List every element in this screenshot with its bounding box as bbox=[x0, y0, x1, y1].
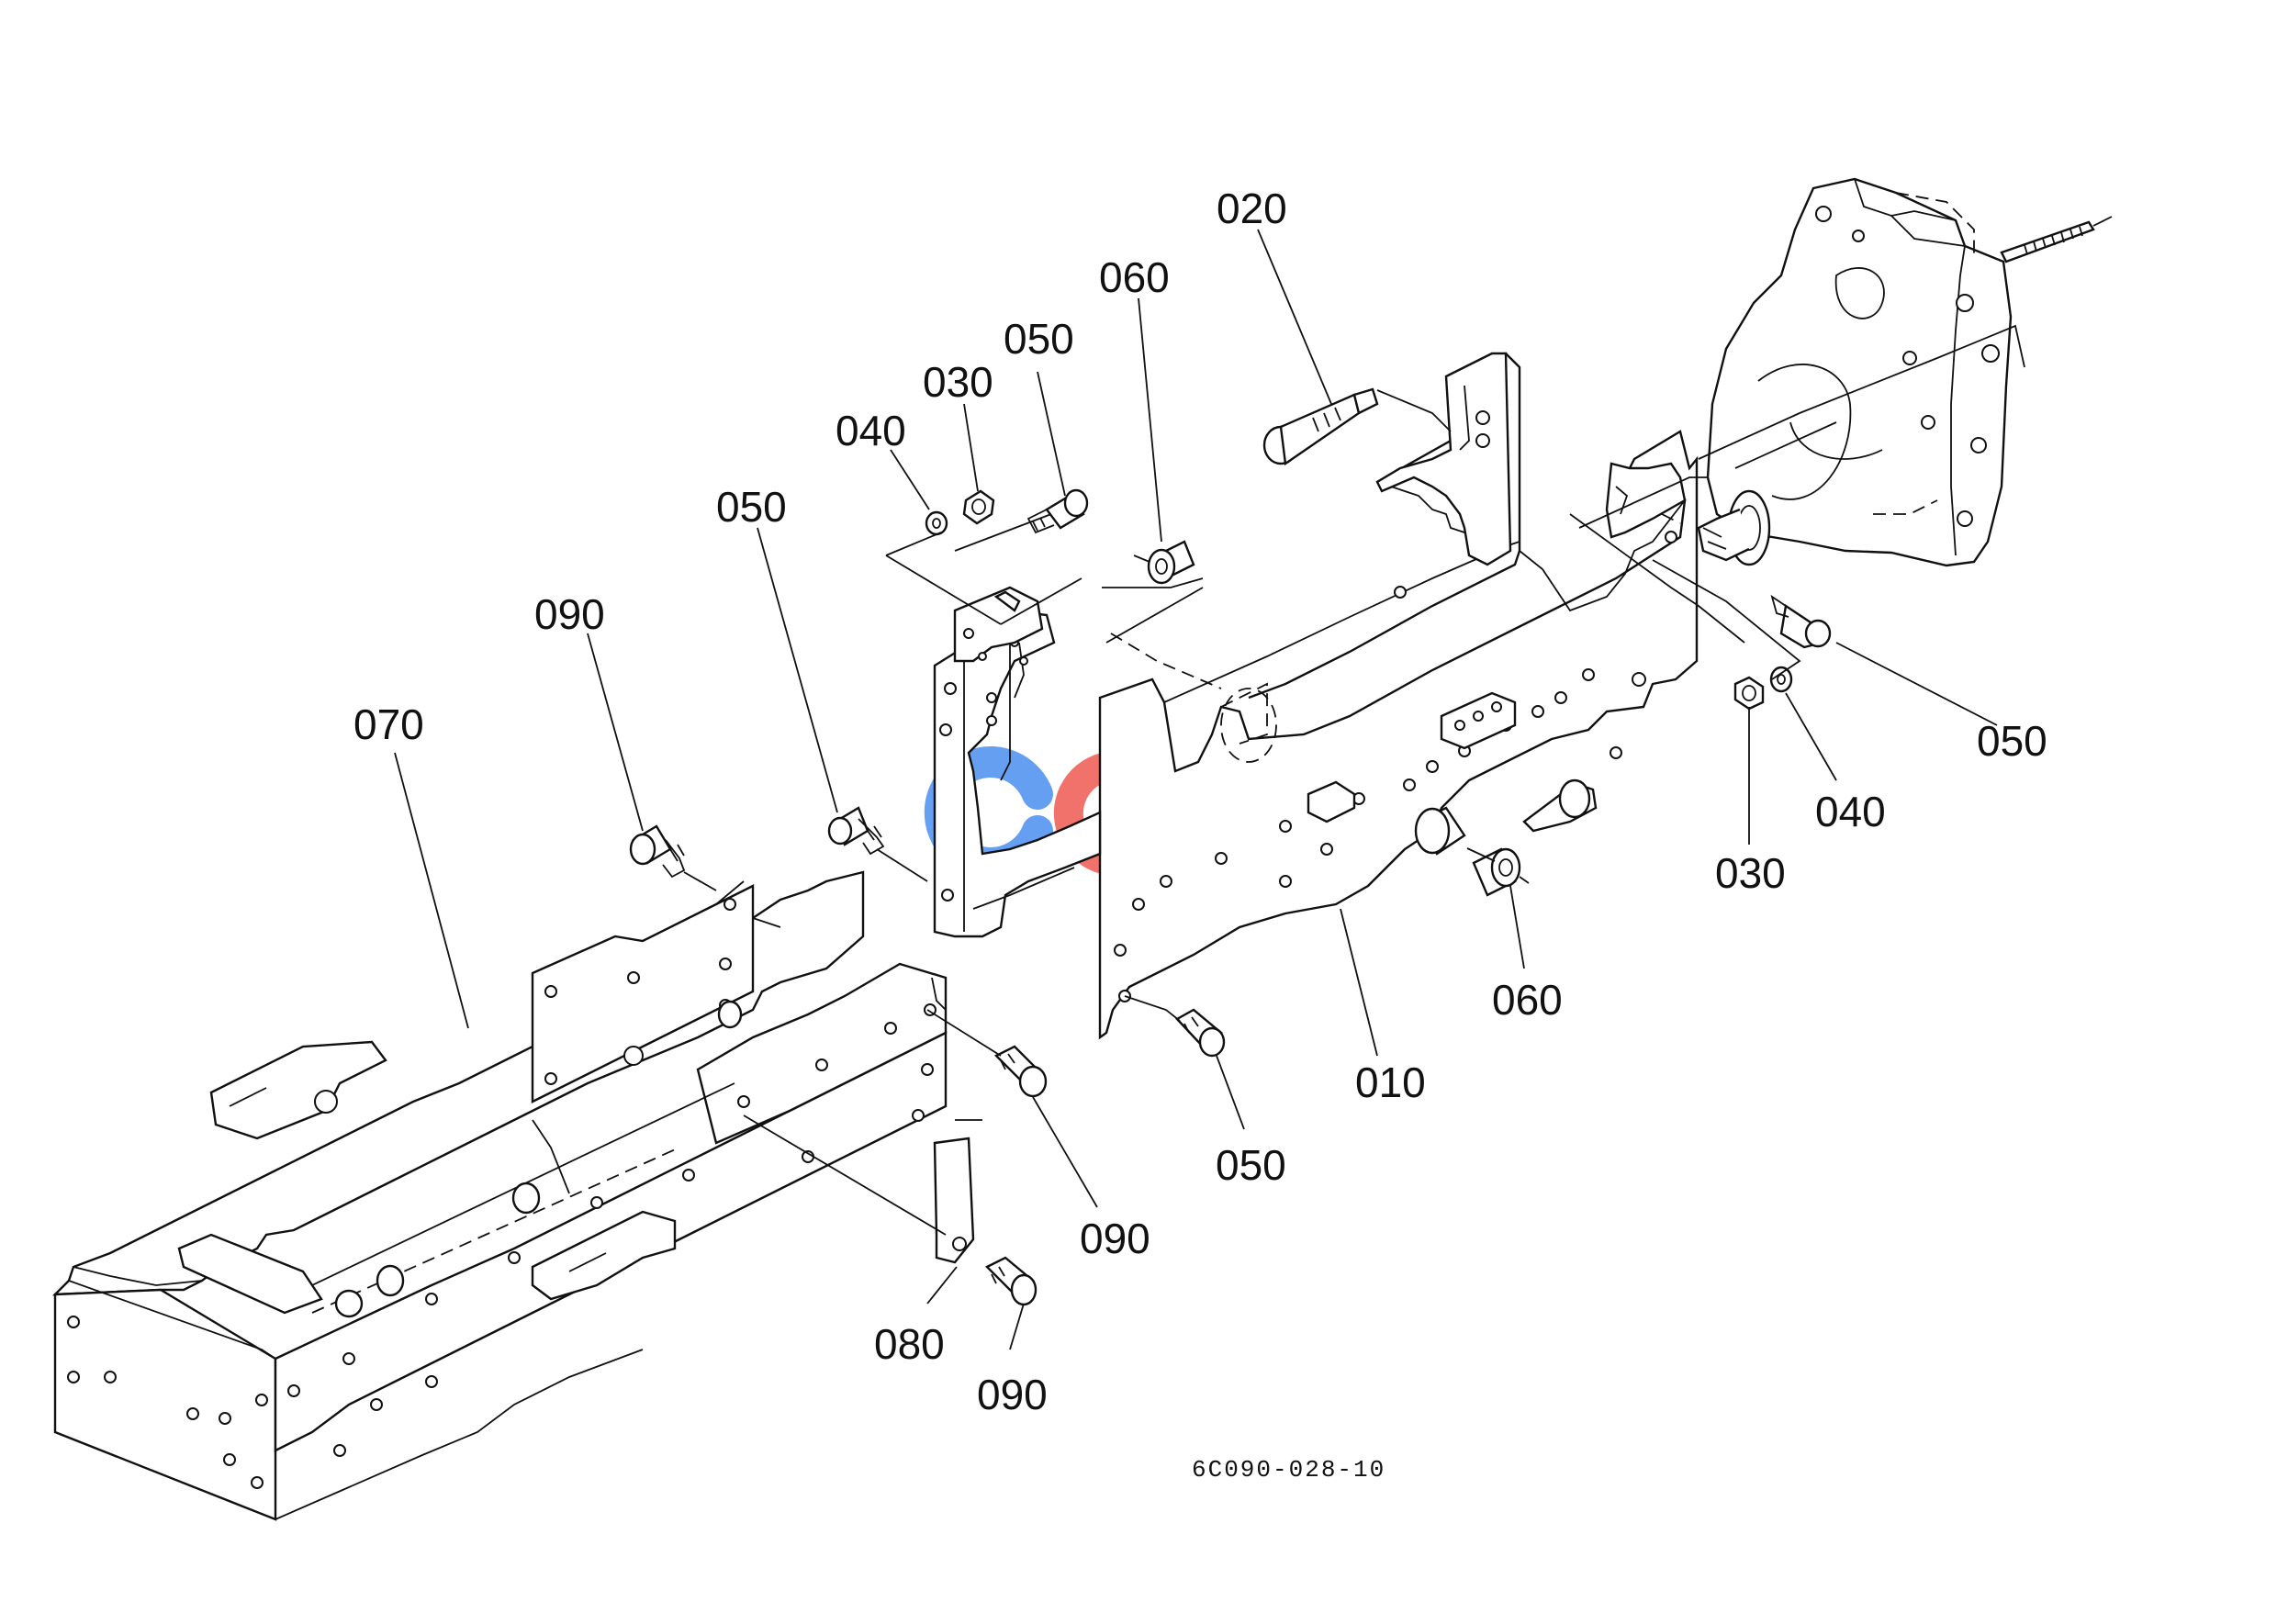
bolt-090-mid bbox=[993, 1045, 1048, 1098]
leader-lines bbox=[394, 229, 1998, 1350]
washer-040-upper bbox=[925, 510, 948, 536]
callout-010: 010 bbox=[1355, 1058, 1426, 1106]
callout-labels: 020 060 050 030 040 050 090 070 050 040 … bbox=[353, 185, 2047, 1484]
callout-080: 080 bbox=[874, 1320, 945, 1368]
callout-070: 070 bbox=[353, 700, 424, 748]
frame-010 bbox=[1098, 352, 1699, 1040]
bolt-050-lower bbox=[1175, 1008, 1226, 1058]
callout-040-upper: 040 bbox=[836, 407, 906, 454]
nut-030-right bbox=[1733, 676, 1765, 711]
callout-090-upper: 090 bbox=[534, 590, 605, 638]
washer-040-right bbox=[1769, 666, 1793, 693]
frame-010-left-bracket bbox=[933, 609, 1102, 938]
bolt-050-right bbox=[1770, 594, 1832, 649]
bushing-060-lower bbox=[1472, 847, 1530, 897]
nut-030-upper bbox=[962, 489, 995, 525]
callout-050-right: 050 bbox=[1977, 717, 2047, 765]
bolt-020 bbox=[1262, 387, 1379, 466]
bolt-050-upper bbox=[1026, 488, 1089, 534]
callout-060-lower: 060 bbox=[1492, 976, 1563, 1024]
callout-050-left: 050 bbox=[716, 483, 787, 531]
callout-060-upper: 060 bbox=[1099, 253, 1170, 301]
callout-030-upper: 030 bbox=[923, 358, 993, 406]
bolt-050-left bbox=[827, 806, 885, 856]
assembly-guide-lines bbox=[683, 324, 2025, 1236]
transmission-housing bbox=[1697, 177, 2113, 567]
callout-090-lower: 090 bbox=[977, 1371, 1048, 1418]
bolt-090-upper bbox=[629, 824, 686, 879]
link-080 bbox=[933, 1137, 975, 1264]
callout-030-right: 030 bbox=[1715, 849, 1786, 897]
frame-070 bbox=[51, 870, 948, 1521]
callout-050-lower: 050 bbox=[1216, 1141, 1286, 1189]
bolt-090-lower bbox=[984, 1256, 1038, 1306]
document-number: 6C090-028-10 bbox=[1192, 1456, 1385, 1484]
callout-050-upper: 050 bbox=[1004, 315, 1074, 363]
callout-020: 020 bbox=[1217, 185, 1287, 232]
callout-090-mid: 090 bbox=[1080, 1215, 1150, 1262]
bushing-060-upper bbox=[1133, 540, 1195, 585]
callout-040-right: 040 bbox=[1815, 788, 1886, 835]
bracket-upper-left bbox=[953, 586, 1044, 663]
